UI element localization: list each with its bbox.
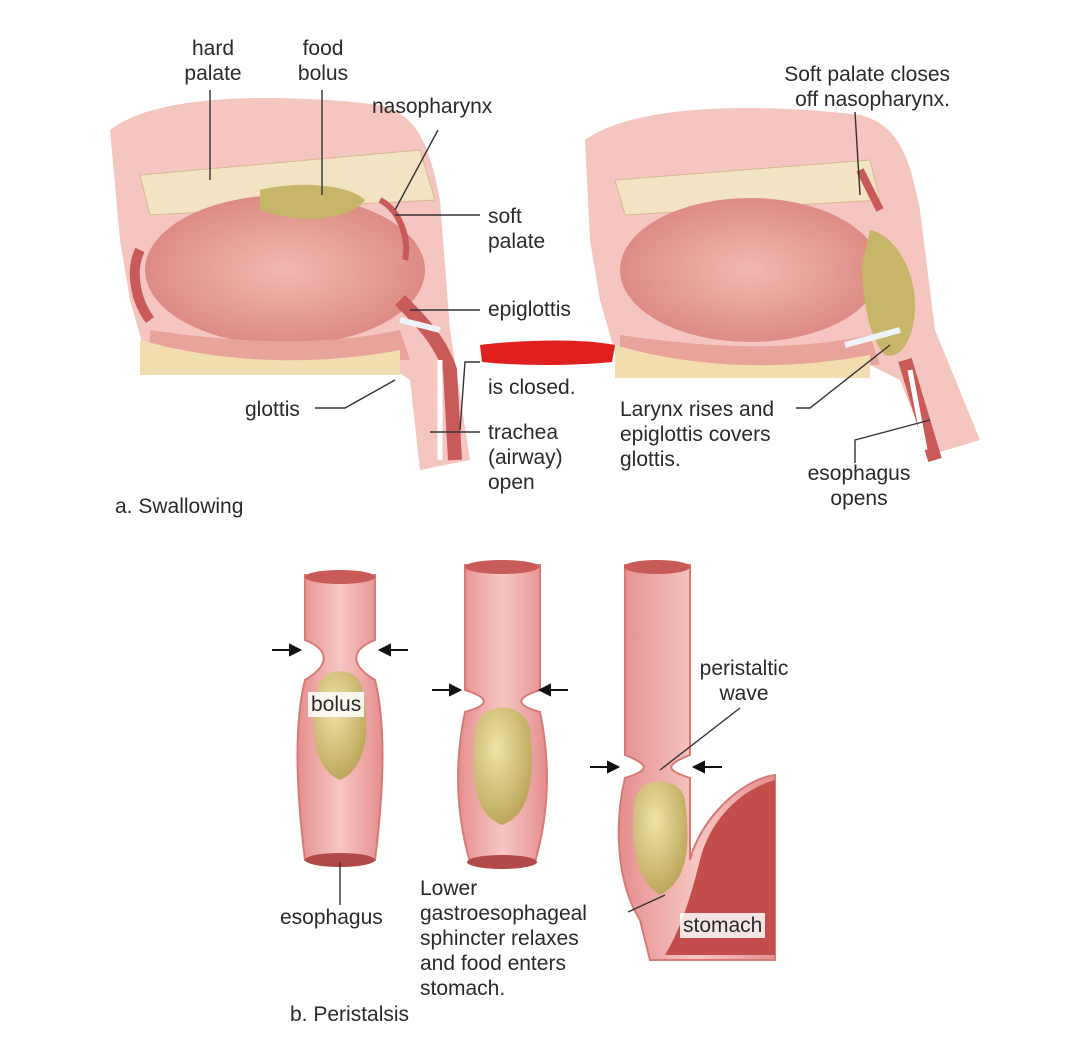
label-larynx-rises: Larynx rises and epiglottis covers glott… [620,397,774,472]
label-esophagus-opens: esophagus opens [792,461,926,511]
label-esophagus: esophagus [280,905,383,930]
label-food-bolus: food bolus [278,36,368,86]
label-bolus: bolus [308,692,364,717]
label-trachea: trachea (airway) open [488,420,563,495]
esophagus-tube-2 [458,560,547,869]
esophagus-tube-1 [298,570,383,867]
label-glottis: glottis [245,397,300,422]
label-nasopharynx: nasopharynx [372,94,492,119]
label-hard-palate: hard palate [168,36,258,86]
label-stomach: stomach [680,913,765,938]
label-sphincter: Lower gastroesophageal sphincter relaxes… [420,876,587,1001]
redaction-mark [480,340,615,365]
label-esophagus-closed: is closed. [488,375,576,400]
label-peristaltic-wave: peristaltic wave [688,656,800,706]
label-soft-palate: soft palate [488,204,545,254]
caption-peristalsis: b. Peristalsis [290,1002,409,1027]
label-epiglottis: epiglottis [488,297,571,322]
caption-swallowing: a. Swallowing [115,494,243,519]
label-soft-palate-closes: Soft palate closes off nasopharynx. [730,62,950,112]
esophagus-tube-3-with-stomach [619,560,775,960]
